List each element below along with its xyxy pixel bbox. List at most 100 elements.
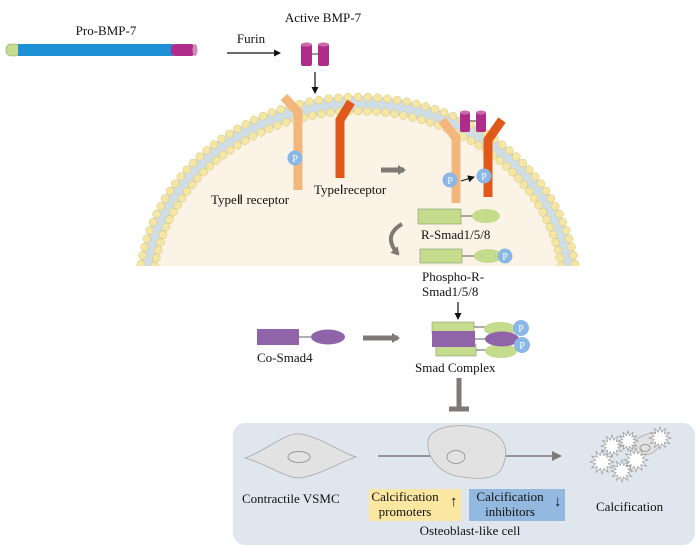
vsmc-phenotype-panel — [233, 423, 695, 545]
lipid-head — [156, 202, 165, 211]
lipid-head — [153, 245, 163, 255]
lipid-head — [225, 145, 235, 155]
lipid-head — [136, 259, 146, 266]
promoters-label-line1: Calcification — [371, 489, 439, 504]
lipid-head — [156, 238, 165, 247]
lipid-head — [534, 200, 543, 210]
lipid-head — [562, 226, 571, 235]
inhibitors-label-line2: inhibitors — [485, 504, 535, 519]
lipid-head — [551, 202, 560, 211]
lipid-head — [161, 222, 171, 232]
lipid-head — [334, 93, 343, 103]
lipid-head — [417, 115, 426, 125]
lipid-head — [390, 109, 399, 119]
lipid-head — [142, 234, 152, 243]
promoters-up-arrow-icon: ↑ — [450, 494, 458, 510]
lipid-head — [495, 156, 504, 165]
lipid-head — [530, 172, 540, 181]
phospho-label: P — [292, 154, 298, 165]
promoters-label-line2: promoters — [378, 504, 432, 519]
lipid-head — [524, 165, 534, 174]
lipid-head — [373, 93, 382, 103]
calcification-crystal — [616, 429, 640, 453]
lipid-head — [425, 118, 435, 127]
lipid-head — [256, 128, 266, 137]
lipid-head — [326, 108, 335, 117]
calcification-crystals — [588, 425, 673, 484]
phospho-r-smad-label-line2: Smad1/5/8 — [422, 284, 479, 299]
lipid-head — [412, 99, 421, 109]
lipid-head — [176, 172, 186, 181]
lipid-head — [305, 97, 314, 107]
lipid-head — [165, 215, 174, 224]
cell-membrane — [136, 92, 580, 266]
smad-complex: P P — [431, 320, 530, 358]
lipid-head — [555, 209, 564, 219]
phospho-r-smad-label-line1: Phospho-R- — [422, 269, 485, 284]
smad-complex-label: Smad Complex — [415, 360, 496, 375]
lipid-head — [160, 194, 170, 203]
lipid-head — [372, 107, 381, 116]
lipid-head — [514, 174, 523, 183]
phospho-label: P — [447, 176, 453, 187]
lipid-head — [177, 193, 187, 203]
co-smad4-protein — [257, 329, 345, 345]
lipid-head — [248, 132, 258, 141]
active-bmp7-dimer — [301, 42, 329, 66]
lipid-head — [439, 108, 449, 117]
lipid-head — [317, 109, 326, 119]
pro-bmp7-label: Pro-BMP-7 — [75, 23, 137, 38]
r-smad-protein — [417, 208, 500, 225]
lipid-head — [545, 222, 555, 232]
lipid-head — [258, 111, 268, 121]
lipid-head — [536, 179, 546, 188]
lipid-head — [392, 95, 402, 105]
lipid-head — [205, 162, 215, 171]
r-smad-label: R-Smad1/5/8 — [421, 227, 491, 242]
lipid-head — [170, 179, 180, 188]
inhibitors-label-line1: Calcification — [476, 489, 544, 504]
lipid-head — [218, 150, 228, 160]
phospho-label: P — [519, 341, 525, 352]
lipid-head — [474, 140, 483, 150]
contractile-vsmc-label: Contractile VSMC — [242, 491, 340, 506]
calcification-crystal — [647, 425, 673, 451]
lipid-head — [267, 108, 277, 117]
lipid-head — [140, 242, 149, 252]
lipid-head — [241, 120, 250, 129]
lipid-head — [152, 253, 161, 263]
lipid-head — [399, 111, 408, 120]
lipid-head — [569, 251, 578, 260]
inhibition-bar — [449, 378, 469, 412]
lipid-head — [187, 180, 197, 190]
lipid-head — [145, 226, 154, 235]
lipid-head — [314, 95, 324, 105]
inhibitors-box-bg — [469, 489, 565, 521]
lipid-head — [212, 156, 221, 165]
lipid-head — [240, 136, 250, 145]
lipid-head — [182, 165, 192, 174]
phospho-label: P — [481, 172, 487, 183]
lipid-head — [555, 253, 564, 263]
lipid-head — [546, 194, 556, 203]
inhibitors-down-arrow-icon: ↓ — [554, 494, 562, 510]
lipid-head — [165, 186, 175, 196]
lipid-head — [188, 158, 198, 168]
promoters-box-bg — [369, 489, 461, 521]
lipid-head — [273, 121, 282, 130]
lipid-head — [541, 186, 551, 196]
lipid-head — [553, 245, 563, 255]
lipid-head — [217, 134, 226, 144]
lipid-head — [542, 215, 551, 224]
lipid-head — [570, 259, 580, 266]
lipid-head — [564, 234, 574, 243]
lipid-head — [199, 167, 208, 177]
lipid-head — [548, 230, 558, 239]
lipid-head — [150, 261, 160, 266]
type1-receptor-left — [335, 99, 355, 178]
co-smad4-label: Co-Smad4 — [257, 350, 313, 365]
lipid-head — [202, 146, 211, 155]
contractile-vsmc-cell — [243, 433, 358, 479]
lipid-head — [182, 187, 192, 196]
